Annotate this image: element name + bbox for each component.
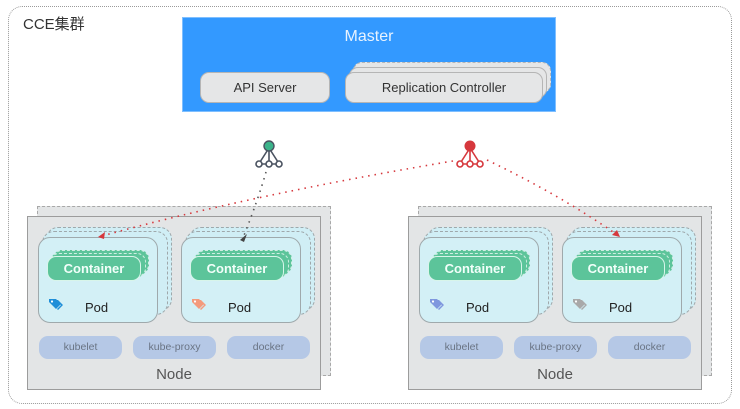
tag-icon [192, 299, 206, 310]
container: Container [190, 256, 284, 281]
pod: Container Pod [181, 237, 301, 323]
container: Container [428, 256, 522, 281]
master-title: Master [344, 28, 394, 45]
pod-label: Pod [609, 300, 633, 315]
container: Container [47, 256, 141, 281]
api-server: API Server [200, 72, 330, 103]
master-box: Master API Server Replication Controller [182, 17, 556, 112]
pod-label: Pod [85, 300, 109, 315]
docker: docker [227, 336, 310, 359]
pod: Container Pod [562, 237, 682, 323]
node-label: Node [537, 366, 573, 383]
cce-cluster-boundary [8, 6, 732, 404]
kube-proxy: kube-proxy [514, 336, 597, 359]
pod-label: Pod [228, 300, 252, 315]
container: Container [571, 256, 665, 281]
kube-proxy: kube-proxy [133, 336, 216, 359]
node-2: Container Pod Container Pod kubelet kube… [408, 216, 702, 390]
pod: Container Pod [38, 237, 158, 323]
tag-icon [573, 299, 587, 310]
cluster-title: CCE集群 [23, 16, 85, 33]
pod: Container Pod [419, 237, 539, 323]
kubelet: kubelet [39, 336, 122, 359]
replication-controller: Replication Controller [345, 72, 543, 103]
kubelet: kubelet [420, 336, 503, 359]
tag-icon [430, 299, 444, 310]
docker: docker [608, 336, 691, 359]
node-1: Container Pod Container Pod kubelet kube… [27, 216, 321, 390]
tag-icon [49, 299, 63, 310]
pod-label: Pod [466, 300, 490, 315]
node-label: Node [156, 366, 192, 383]
